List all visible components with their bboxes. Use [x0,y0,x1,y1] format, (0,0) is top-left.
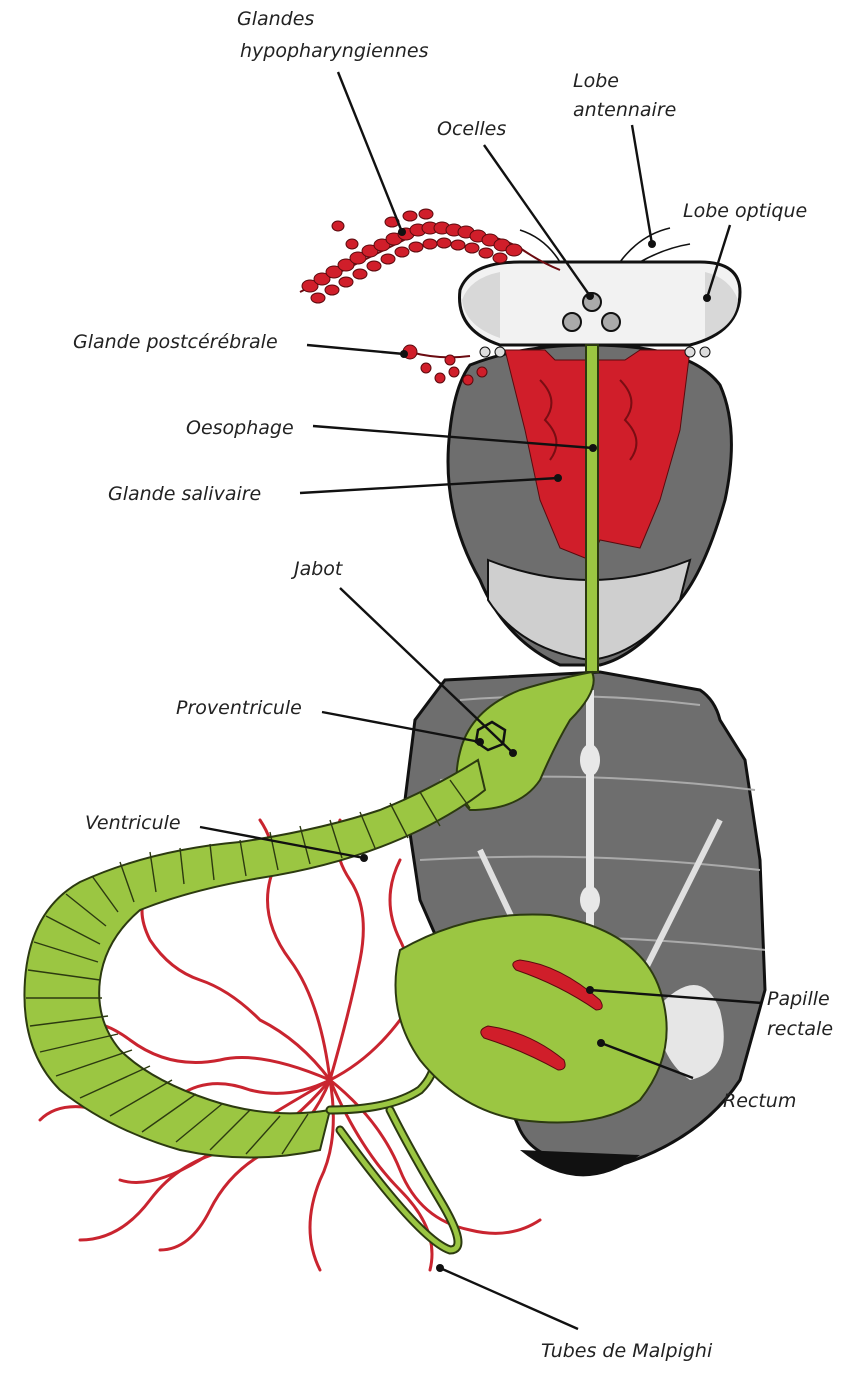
label-rectum: Rectum [723,1090,796,1112]
label-oesophage: Oesophage [186,417,294,439]
label-jabot: Jabot [290,558,344,580]
label-tubes-de-malpighi: Tubes de Malpighi [541,1340,713,1362]
label-glande-salivaire: Glande salivaire [108,483,261,505]
label-lobe-antennaire-line1: Lobe [573,70,619,92]
label-ocelles: Ocelles [437,118,506,140]
label-proventricule: Proventricule [176,697,302,719]
rectum-organ [396,914,667,1122]
label-papille-rectale-line2: rectale [767,1018,833,1040]
label-ventricule: Ventricule [85,812,181,834]
label-papille-rectale-line1: Papille [767,988,830,1010]
label-glandes-hypopharyngiennes-line2: hypopharyngiennes [240,40,429,62]
label-glande-postcerebrale: Glande postcérébrale [73,331,278,353]
label-lobe-antennaire-line2: antennaire [573,99,676,121]
label-lobe-optique: Lobe optique [683,200,807,222]
label-glandes-hypopharyngiennes-line1: Glandes [237,8,314,30]
